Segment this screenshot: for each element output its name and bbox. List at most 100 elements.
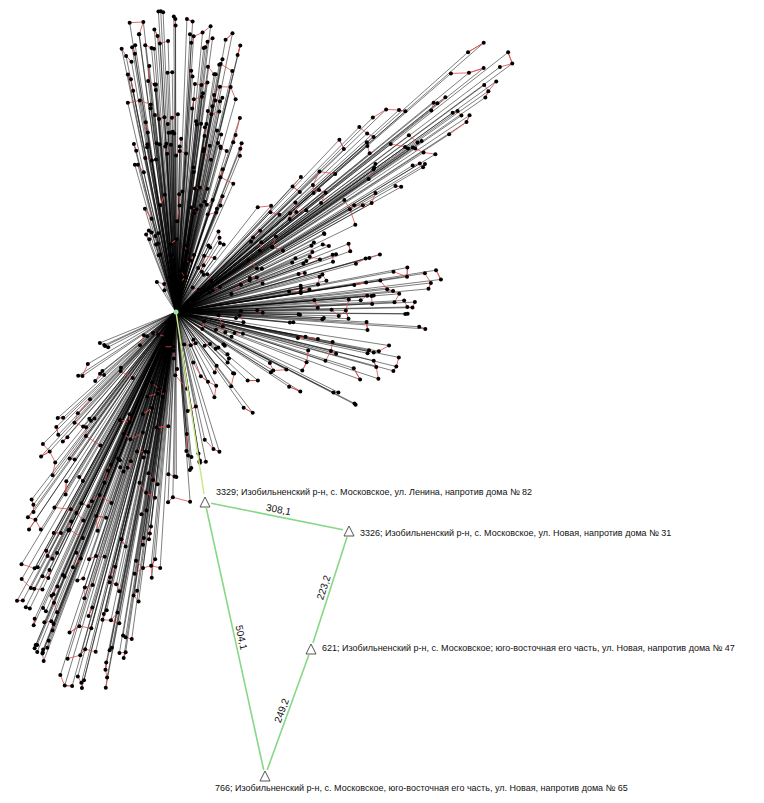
radial-line bbox=[135, 45, 176, 312]
survey-dot bbox=[142, 536, 146, 540]
parcel-edge bbox=[130, 21, 144, 23]
parcel-edge bbox=[177, 206, 179, 222]
survey-dot bbox=[238, 43, 242, 47]
parcel-edge bbox=[220, 177, 233, 184]
survey-dot bbox=[157, 117, 161, 121]
survey-dot bbox=[190, 206, 194, 210]
survey-dot bbox=[236, 53, 240, 57]
radial-line bbox=[42, 312, 176, 653]
survey-dot bbox=[124, 650, 128, 654]
survey-dot bbox=[170, 254, 174, 258]
survey-dot bbox=[166, 424, 170, 428]
radial-line bbox=[176, 312, 425, 329]
survey-dot bbox=[370, 201, 374, 205]
radial-line bbox=[106, 312, 176, 688]
radial-line bbox=[43, 312, 176, 649]
survey-dot bbox=[126, 101, 130, 105]
survey-dot bbox=[201, 149, 205, 153]
survey-dot bbox=[167, 131, 171, 135]
radial-line bbox=[176, 312, 206, 462]
survey-dot bbox=[137, 32, 141, 36]
survey-dot bbox=[194, 405, 198, 409]
survey-dot bbox=[202, 263, 206, 267]
survey-dot bbox=[213, 98, 217, 102]
survey-dot bbox=[178, 204, 182, 208]
radial-line bbox=[49, 312, 176, 570]
survey-dot bbox=[126, 72, 130, 76]
survey-dot bbox=[170, 116, 174, 120]
survey-dot bbox=[291, 320, 295, 324]
radial-line bbox=[22, 312, 176, 579]
survey-dot bbox=[82, 678, 86, 682]
survey-dot bbox=[269, 370, 273, 374]
survey-dot bbox=[141, 431, 145, 435]
survey-dot bbox=[172, 356, 176, 360]
survey-dot bbox=[357, 125, 361, 129]
survey-dot bbox=[173, 373, 177, 377]
survey-dot bbox=[308, 255, 312, 259]
survey-dot bbox=[194, 119, 198, 123]
survey-dot bbox=[268, 210, 272, 214]
survey-dot bbox=[316, 337, 320, 341]
radial-line bbox=[176, 273, 425, 312]
survey-dot bbox=[89, 626, 93, 630]
survey-dot bbox=[368, 151, 372, 155]
survey-dot bbox=[88, 397, 92, 401]
survey-dot bbox=[190, 107, 194, 111]
survey-dot bbox=[154, 88, 158, 92]
radial-line bbox=[176, 103, 434, 312]
survey-dot bbox=[324, 191, 328, 195]
survey-dot bbox=[377, 349, 381, 353]
radial-line bbox=[176, 312, 393, 371]
survey-dot bbox=[240, 141, 244, 145]
radial-line bbox=[176, 272, 393, 312]
survey-dot bbox=[192, 170, 196, 174]
survey-dot bbox=[84, 434, 88, 438]
survey-dot bbox=[486, 89, 490, 93]
survey-dot bbox=[156, 231, 160, 235]
radial-line bbox=[176, 52, 468, 312]
survey-dot bbox=[206, 40, 210, 44]
radial-line bbox=[176, 273, 305, 312]
survey-dot bbox=[206, 65, 210, 69]
survey-dot bbox=[331, 260, 335, 264]
radial-line bbox=[75, 312, 176, 459]
radial-line bbox=[84, 312, 176, 680]
survey-dot bbox=[299, 291, 303, 295]
radial-line bbox=[33, 312, 176, 505]
survey-dot bbox=[191, 286, 195, 290]
survey-dot bbox=[494, 79, 498, 83]
survey-dot bbox=[205, 187, 209, 191]
survey-dot bbox=[370, 294, 374, 298]
survey-dot bbox=[352, 366, 356, 370]
survey-dot bbox=[213, 256, 217, 260]
survey-dot bbox=[249, 240, 253, 244]
survey-dot bbox=[179, 280, 183, 284]
survey-dot bbox=[230, 69, 234, 73]
survey-dot bbox=[182, 343, 186, 347]
survey-dot bbox=[299, 175, 303, 179]
survey-dot bbox=[407, 133, 411, 137]
survey-dot bbox=[79, 556, 83, 560]
parcel-edges bbox=[17, 11, 512, 688]
survey-dot bbox=[301, 262, 305, 266]
radial-line bbox=[176, 141, 422, 312]
survey-dot bbox=[41, 442, 45, 446]
survey-dot bbox=[211, 36, 215, 40]
survey-dot bbox=[46, 554, 50, 558]
survey-dot bbox=[75, 511, 79, 515]
survey-dot bbox=[269, 204, 273, 208]
survey-dot bbox=[337, 138, 341, 142]
survey-dot bbox=[234, 133, 238, 137]
survey-dot bbox=[418, 161, 422, 165]
survey-dot bbox=[402, 298, 406, 302]
survey-dot bbox=[192, 211, 196, 215]
radial-line bbox=[43, 312, 176, 652]
survey-dot bbox=[115, 611, 119, 615]
survey-dot bbox=[177, 192, 181, 196]
survey-dot bbox=[411, 163, 415, 167]
survey-dot bbox=[81, 479, 85, 483]
survey-dot bbox=[312, 191, 316, 195]
survey-dot bbox=[147, 537, 151, 541]
survey-dot bbox=[102, 343, 106, 347]
